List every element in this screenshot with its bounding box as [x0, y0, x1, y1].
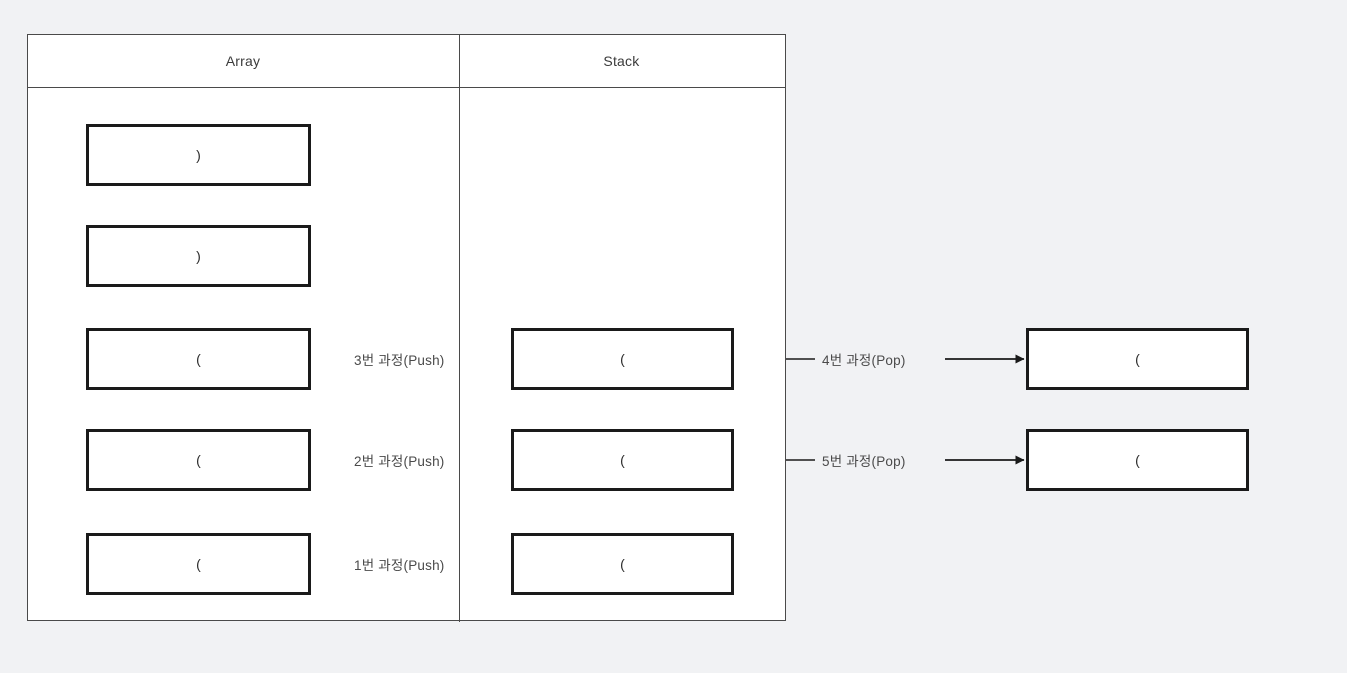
push-edge-label-3: 3번 과정(Push) — [354, 353, 445, 368]
array-item-0-label: ) — [196, 147, 201, 163]
array-item-1[interactable]: ) — [86, 225, 311, 287]
column-header-array: Array — [225, 53, 261, 69]
stack-item-0[interactable]: ( — [511, 328, 734, 390]
pop-edge-label-4: 4번 과정(Pop) — [822, 353, 906, 368]
array-item-2[interactable]: ( — [86, 328, 311, 390]
stack-item-0-label: ( — [620, 351, 625, 367]
array-item-0[interactable]: ) — [86, 124, 311, 186]
array-item-4[interactable]: ( — [86, 533, 311, 595]
column-header-stack: Stack — [603, 53, 640, 69]
stack-item-2-label: ( — [620, 556, 625, 572]
push-edge-label-2: 2번 과정(Push) — [354, 454, 445, 469]
popped-item-1-label: ( — [1135, 452, 1140, 468]
stack-item-1[interactable]: ( — [511, 429, 734, 491]
table-header-row: Array Stack — [28, 35, 785, 88]
popped-item-0[interactable]: ( — [1026, 328, 1249, 390]
array-item-3-label: ( — [196, 452, 201, 468]
array-item-3[interactable]: ( — [86, 429, 311, 491]
popped-item-1[interactable]: ( — [1026, 429, 1249, 491]
array-item-1-label: ) — [196, 248, 201, 264]
array-item-4-label: ( — [196, 556, 201, 572]
stack-item-1-label: ( — [620, 452, 625, 468]
popped-item-0-label: ( — [1135, 351, 1140, 367]
pop-edge-label-5: 5번 과정(Pop) — [822, 454, 906, 469]
column-divider — [459, 35, 460, 622]
push-edge-label-1: 1번 과정(Push) — [354, 558, 445, 573]
array-item-2-label: ( — [196, 351, 201, 367]
stack-item-2[interactable]: ( — [511, 533, 734, 595]
